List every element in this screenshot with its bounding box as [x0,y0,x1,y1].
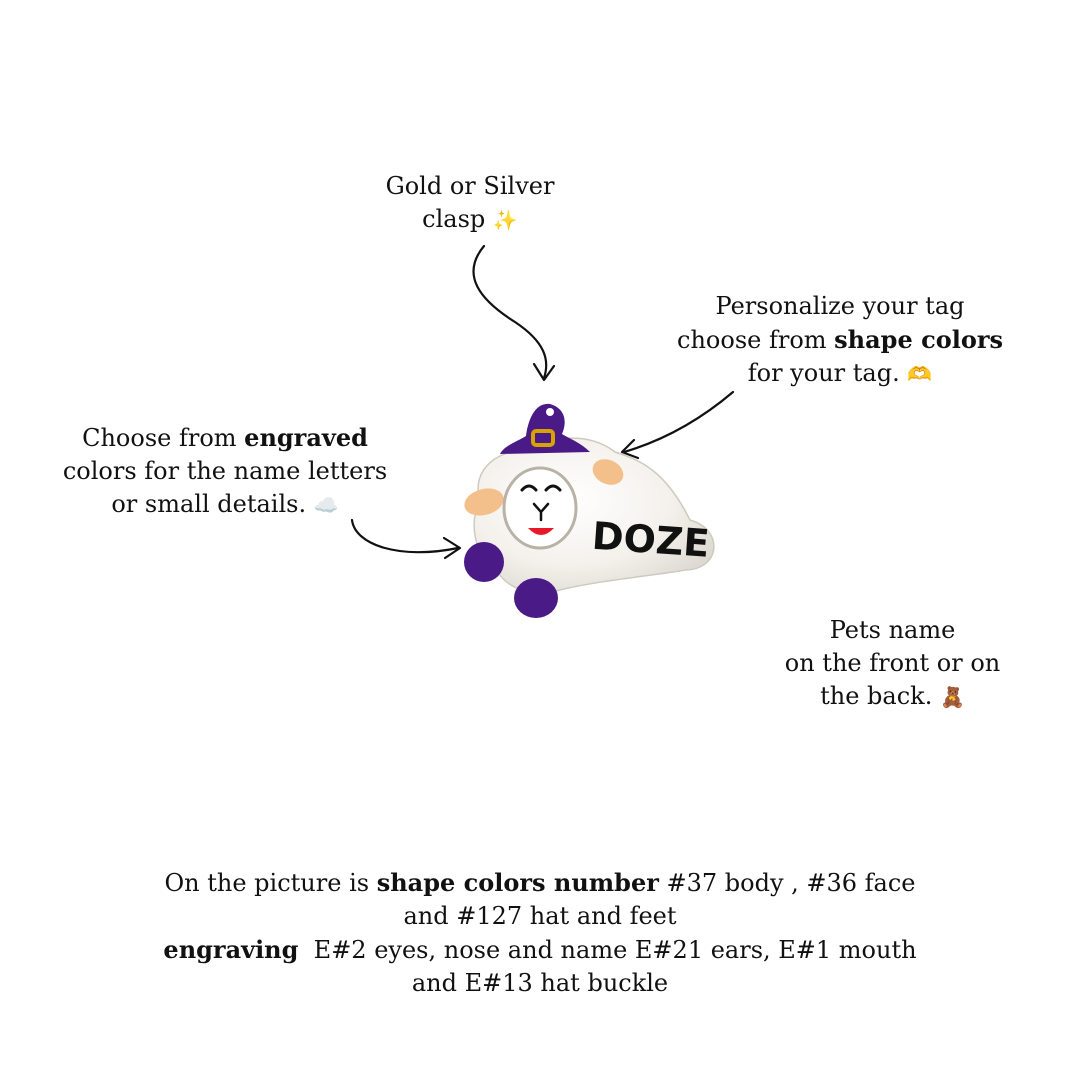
witch-hat [500,403,590,454]
right-eye [544,484,562,492]
pet-name-text: DOZE [591,514,711,566]
bottom-line4: and E#13 hat buckle [411,969,669,997]
left-ear [464,488,504,516]
cloud-icon: ☁️ [313,493,339,517]
teddy-bear-icon: 🧸 [939,685,965,709]
name-note-line2: on the front or on [784,649,1001,677]
heart-hands-icon: 🫶 [907,362,933,386]
bottom-line2: and #127 hat and feet [403,902,677,930]
mouth [528,528,554,535]
right-ear [592,459,624,485]
hat-buckle [531,429,555,447]
engraved-note-bold: engraved [244,423,368,452]
shape-arrow [622,390,735,454]
clasp-note: Gold or Silver clasp ✨ [340,170,600,237]
left-eye [520,484,538,492]
shape-note-line2: choose from [677,326,835,354]
engraved-arrow-head [442,536,462,560]
hat-hole [546,408,554,416]
nose [532,502,550,522]
clasp-arrow-head [532,362,556,382]
pet-tag-illustration: DOZE [464,403,715,618]
name-note-line1: Pets name [829,616,956,644]
bottom-line1-bold: shape colors number [376,868,659,897]
sparkles-icon: ✨ [492,208,518,232]
bottom-line1-post: #37 body , #36 face [658,869,916,897]
tag-face [502,466,578,550]
engraved-note-line1: Choose from [82,424,245,452]
engraved-note-line2: colors for the name letters [62,457,388,485]
color-details-note: On the picture is shape colors number #3… [130,866,950,1000]
engraved-note: Choose from engraved colors for the name… [40,421,410,522]
shape-colors-note: Personalize your tag choose from shape c… [660,290,1020,391]
clasp-arrow [472,244,548,380]
shape-note-line3: for your tag. [747,359,900,387]
shape-note-bold: shape colors [834,325,1003,354]
engraved-arrow [350,518,460,554]
left-foot [464,542,504,582]
bottom-line3-post: E#2 eyes, nose and name E#21 ears, E#1 m… [298,936,917,964]
clasp-note-line1: Gold or Silver [385,172,555,200]
bottom-line1-pre: On the picture is [164,869,377,897]
right-foot [514,578,558,618]
shape-arrow-head [620,438,640,460]
engraved-note-line3: or small details. [111,490,307,518]
bottom-line3-bold: engraving [163,935,299,964]
clasp-note-line2: clasp [422,205,486,233]
name-note-line3: the back. [820,682,933,710]
shape-note-line1: Personalize your tag [715,292,965,320]
pet-name-note: Pets name on the front or on the back. 🧸 [770,614,1015,714]
